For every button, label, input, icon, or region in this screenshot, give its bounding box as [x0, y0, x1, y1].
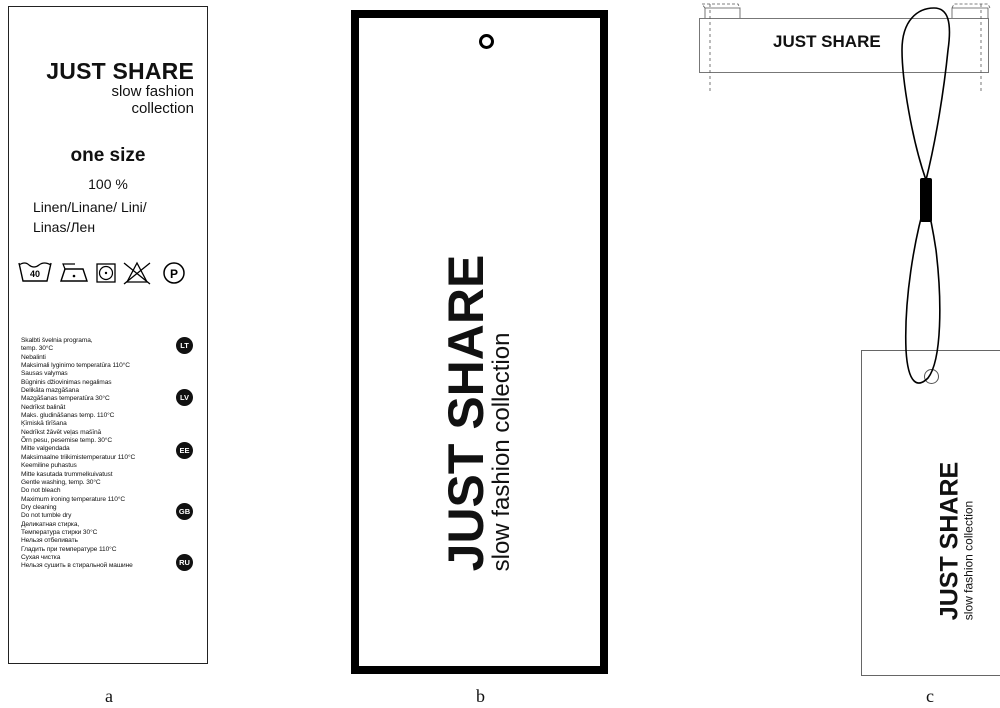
tag-c-brand: JUST SHARE	[938, 462, 962, 620]
care-label-fibre-line-1: Linen/Linane/ Lini/	[33, 197, 197, 217]
care-line: Нельзя сушить в стиральной машине	[21, 562, 171, 570]
care-label-fibre: Linen/Linane/ Lini/ Linas/Лен	[33, 197, 197, 237]
tag-b-text: JUST SHARE slow fashion collection	[444, 255, 516, 572]
string-cord	[690, 0, 1000, 400]
dry-clean-p-icon: P	[164, 263, 184, 283]
badge-ee: EE	[176, 442, 193, 459]
tag-b-brand: JUST SHARE	[444, 255, 488, 572]
care-label-brand-block: JUST SHARE slow fashion collection	[46, 59, 194, 117]
care-line: Sausas valymas	[21, 370, 171, 378]
care-line: Nebalinti	[21, 354, 171, 362]
care-line: Mazgāšanas temperatūra 30°C	[21, 395, 171, 403]
do-not-bleach-icon	[124, 263, 150, 284]
caption-c: c	[926, 686, 934, 707]
care-line: Mitte kasutada trummelkuivatust	[21, 471, 171, 479]
care-label-subtitle-2: collection	[46, 100, 194, 117]
badge-lt: LT	[176, 337, 193, 354]
tag-hole-icon	[479, 34, 494, 49]
care-symbols: 40 P	[17, 255, 207, 289]
care-line: Деликатная стирка,	[21, 521, 171, 529]
care-label-subtitle-1: slow fashion	[46, 83, 194, 100]
care-line: Maksimaalne triikimistemperatuur 110°C	[21, 454, 171, 462]
care-line: Keemiline puhastus	[21, 462, 171, 470]
care-line: Mitte valgendada	[21, 445, 171, 453]
caption-b: b	[476, 686, 485, 707]
badge-ru: RU	[176, 554, 193, 571]
care-label: JUST SHARE slow fashion collection one s…	[8, 6, 208, 664]
tag-c-text: JUST SHARE slow fashion collection	[938, 462, 977, 620]
care-label-size: one size	[9, 145, 207, 167]
care-line: Нельзя отбеливать	[21, 537, 171, 545]
hang-tag-b: JUST SHARE slow fashion collection	[351, 10, 608, 674]
badge-gb: GB	[176, 503, 193, 520]
care-label-percent: 100 %	[9, 176, 207, 192]
care-line: Do not tumble dry	[21, 512, 171, 520]
care-line: Гладить при температуре 110°C	[21, 546, 171, 554]
svg-text:40: 40	[30, 269, 40, 279]
care-line: Būgninis džiovinimas negalimas	[21, 379, 171, 387]
care-line: Do not bleach	[21, 487, 171, 495]
cord-stopper-icon	[920, 178, 932, 222]
wash-40-icon: 40	[19, 263, 51, 281]
care-line: Maks. gludināšanas temp. 110°C	[21, 412, 171, 420]
tag-c-subtitle: slow fashion collection	[962, 462, 977, 620]
care-line: temp. 30°C	[21, 345, 171, 353]
care-line: Nedrīkst žāvēt veļas mašīnā	[21, 429, 171, 437]
care-line: Температура стирки 30°C	[21, 529, 171, 537]
care-label-fibre-line-2: Linas/Лен	[33, 217, 197, 237]
care-line: Ķīmiskā tīrīšana	[21, 420, 171, 428]
svg-text:P: P	[170, 267, 178, 281]
iron-icon	[61, 264, 87, 281]
care-line: Dry cleaning	[21, 504, 171, 512]
care-line: Gentle washing, temp. 30°C	[21, 479, 171, 487]
caption-a: a	[105, 686, 113, 707]
tumble-dry-icon	[97, 264, 115, 282]
badge-lv: LV	[176, 389, 193, 406]
care-line: Nedrīkst balināt	[21, 404, 171, 412]
care-label-brand: JUST SHARE	[46, 59, 194, 83]
care-line: Maximum ironing temperature 110°C	[21, 496, 171, 504]
care-line: Maksimali lyginimo temperatūra 110°C	[21, 362, 171, 370]
care-line: Õrn pesu, pesemise temp. 30°C	[21, 437, 171, 445]
